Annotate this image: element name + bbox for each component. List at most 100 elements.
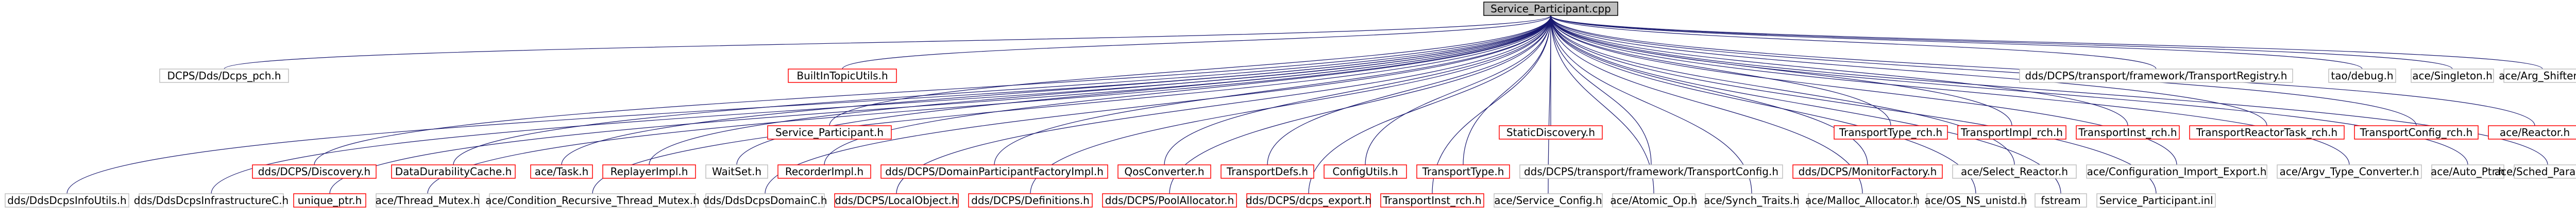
include-edge [1432, 15, 1551, 194]
svg-text:ReplayerImpl.h: ReplayerImpl.h [611, 165, 688, 178]
include-edge [765, 15, 1551, 194]
include-edge [1308, 15, 1551, 194]
include-edge [1550, 15, 2061, 194]
node-ace-select-reactor[interactable]: ace/Select_Reactor.h [1952, 164, 2077, 179]
node-ace-reactor[interactable]: ace/Reactor.h [2488, 125, 2576, 140]
include-edge [1550, 15, 2128, 126]
include-edge [1550, 15, 2468, 165]
node-tao-debug[interactable]: tao/debug.h [2328, 69, 2396, 83]
node-dcps-definitions[interactable]: dds/DCPS/Definitions.h [968, 193, 1093, 208]
node-ace-auto-ptr[interactable]: ace/Auto_Ptr.h [2431, 164, 2505, 179]
svg-text:dds/DCPS/DomainParticipantFact: dds/DCPS/DomainParticipantFactoryImpl.h [885, 165, 1104, 178]
node-fstream[interactable]: fstream [2035, 193, 2087, 208]
node-waitset[interactable]: WaitSet.h [705, 164, 768, 179]
node-transportregistry[interactable]: dds/DCPS/transport/framework/TransportRe… [2019, 69, 2293, 83]
node-transportinst-rch[interactable]: TransportInst_rch.h [2076, 125, 2180, 140]
include-edge [1550, 15, 1654, 194]
node-qosconverter[interactable]: QosConverter.h [1117, 164, 1211, 179]
node-transportreactortask-rch[interactable]: TransportReactorTask_rch.h [2189, 125, 2345, 140]
node-service-participant-h[interactable]: Service_Participant.h [767, 125, 892, 140]
svg-text:tao/debug.h: tao/debug.h [2331, 70, 2393, 82]
include-edge [896, 15, 1551, 194]
svg-text:ace/Task.h: ace/Task.h [535, 165, 589, 178]
include-edge [1550, 15, 2157, 194]
svg-text:ace/Synch_Traits.h: ace/Synch_Traits.h [1704, 194, 1800, 207]
svg-text:TransportConfig_rch.h: TransportConfig_rch.h [2360, 126, 2473, 139]
svg-text:TransportReactorTask_rch.h: TransportReactorTask_rch.h [2196, 126, 2337, 139]
node-transporttype[interactable]: TransportType.h [1416, 164, 1510, 179]
node-ace-configuration-import-export[interactable]: ace/Configuration_Import_Export.h [2086, 164, 2267, 179]
node-ace-task[interactable]: ace/Task.h [530, 164, 593, 179]
svg-text:ace/Condition_Recursive_Thread: ace/Condition_Recursive_Thread_Mutex.h [485, 194, 700, 207]
svg-text:dds/DCPS/Definitions.h: dds/DCPS/Definitions.h [971, 194, 1090, 207]
node-transportconfig[interactable]: dds/DCPS/transport/framework/TransportCo… [1519, 164, 1783, 179]
svg-text:dds/DCPS/transport/framework/T: dds/DCPS/transport/framework/TransportRe… [2025, 70, 2287, 82]
svg-text:Service_Participant.cpp: Service_Participant.cpp [1490, 3, 1611, 15]
node-dds-dcpsinfrastructurec[interactable]: dds/DdsDcpsInfrastructureC.h [134, 193, 289, 208]
svg-text:QosConverter.h: QosConverter.h [1124, 165, 1204, 178]
include-edge [1548, 15, 1551, 194]
node-transportimpl-rch[interactable]: TransportImpl_rch.h [1957, 125, 2066, 140]
node-transporttype-rch[interactable]: TransportType_rch.h [1834, 125, 1948, 140]
svg-text:ace/Configuration_Import_Expor: ace/Configuration_Import_Export.h [2087, 165, 2267, 178]
svg-text:dds/DdsDcpsInfoUtils.h: dds/DdsDcpsInfoUtils.h [7, 194, 126, 207]
include-edge [1169, 15, 1551, 194]
node-ace-malloc-allocator[interactable]: ace/Malloc_Allocator.h [1805, 193, 1920, 208]
include-edge [592, 15, 1551, 194]
node-dcps-poolallocator[interactable]: dds/DCPS/PoolAllocator.h [1102, 193, 1237, 208]
node-ace-sched-params[interactable]: ace/Sched_Params.h [2495, 164, 2576, 179]
node-configutils[interactable]: ConfigUtils.h [1324, 164, 1407, 179]
node-ace-thread-mutex[interactable]: ace/Thread_Mutex.h [376, 193, 480, 208]
node-dcps-discovery[interactable]: dds/DCPS/Discovery.h [252, 164, 377, 179]
svg-text:TransportInst_rch.h: TransportInst_rch.h [1382, 194, 1481, 207]
node-dds-dcpsinfoutils[interactable]: dds/DdsDcpsInfoUtils.h [5, 193, 129, 208]
node-domainparticipantfactoryimpl[interactable]: dds/DCPS/DomainParticipantFactoryImpl.h [880, 164, 1108, 179]
node-monitorfactory[interactable]: dds/DCPS/MonitorFactory.h [1792, 164, 1943, 179]
svg-text:Service_Participant.h: Service_Participant.h [775, 126, 884, 139]
node-recorderimpl[interactable]: RecorderImpl.h [777, 164, 871, 179]
node-datadurabilitycache[interactable]: DataDurabilityCache.h [391, 164, 516, 179]
node-builtintopicutils[interactable]: BuiltInTopicUtils.h [788, 69, 897, 83]
node-ace-atomic-op[interactable]: ace/Atomic_Op.h [1610, 193, 1698, 208]
svg-text:dds/DCPS/transport/framework/T: dds/DCPS/transport/framework/TransportCo… [1524, 165, 1778, 178]
include-edge [427, 15, 1551, 194]
node-dcps-pch[interactable]: DCPS/Dds/Dcps_pch.h [159, 69, 289, 83]
svg-text:ace/Reactor.h: ace/Reactor.h [2500, 126, 2570, 139]
node-dcps-export[interactable]: dds/DCPS/dcps_export.h [1246, 193, 1371, 208]
node-ace-synch-traits[interactable]: ace/Synch_Traits.h [1704, 193, 1800, 208]
node-staticdiscovery[interactable]: StaticDiscovery.h [1499, 125, 1603, 140]
node-service-participant-cpp[interactable]: Service_Participant.cpp [1483, 2, 1618, 16]
svg-text:unique_ptr.h: unique_ptr.h [298, 194, 362, 207]
node-unique-ptr[interactable]: unique_ptr.h [293, 193, 366, 208]
include-edge [1164, 15, 1551, 165]
node-transportinst-rch-2[interactable]: TransportInst_rch.h [1380, 193, 1484, 208]
svg-text:ace/Select_Reactor.h: ace/Select_Reactor.h [1961, 165, 2068, 178]
node-transportdefs[interactable]: TransportDefs.h [1221, 164, 1314, 179]
svg-text:TransportImpl_rch.h: TransportImpl_rch.h [1960, 126, 2063, 139]
svg-text:ace/Malloc_Allocator.h: ace/Malloc_Allocator.h [1805, 194, 1920, 207]
svg-text:dds/DCPS/PoolAllocator.h: dds/DCPS/PoolAllocator.h [1105, 194, 1234, 207]
svg-text:ace/Service_Config.h: ace/Service_Config.h [1494, 194, 1602, 207]
node-replayerimpl[interactable]: ReplayerImpl.h [602, 164, 696, 179]
svg-text:WaitSet.h: WaitSet.h [712, 165, 761, 178]
include-edge [1550, 15, 1863, 194]
node-transportconfig-rch[interactable]: TransportConfig_rch.h [2354, 125, 2479, 140]
node-dds-dcpsdomainc[interactable]: dds/DdsDcpsDomainC.h [703, 193, 827, 208]
node-dcps-localobject[interactable]: dds/DCPS/LocalObject.h [834, 193, 959, 208]
node-ace-arg-shifter[interactable]: ace/Arg_Shifter.h [2499, 69, 2576, 83]
node-ace-service-config[interactable]: ace/Service_Config.h [1494, 193, 1603, 208]
svg-text:DataDurabilityCache.h: DataDurabilityCache.h [395, 165, 512, 178]
include-edge [994, 15, 1551, 165]
svg-text:dds/DCPS/MonitorFactory.h: dds/DCPS/MonitorFactory.h [1799, 165, 1937, 178]
node-ace-os-ns-unistd[interactable]: ace/OS_NS_unistd.h [1924, 193, 2027, 208]
include-edge [842, 15, 1551, 70]
node-ace-singleton[interactable]: ace/Singleton.h [2411, 69, 2494, 83]
node-ace-condition-recursive[interactable]: ace/Condition_Recursive_Thread_Mutex.h [485, 193, 700, 208]
node-service-participant-inl[interactable]: Service_Participant.inl [2096, 193, 2216, 208]
node-ace-argv-type-converter[interactable]: ace/Argv_Type_Converter.h [2277, 164, 2422, 179]
include-edge [829, 15, 1551, 126]
include-edge [1550, 15, 1652, 165]
include-edge [1550, 15, 2350, 165]
include-edge [1550, 15, 2453, 70]
